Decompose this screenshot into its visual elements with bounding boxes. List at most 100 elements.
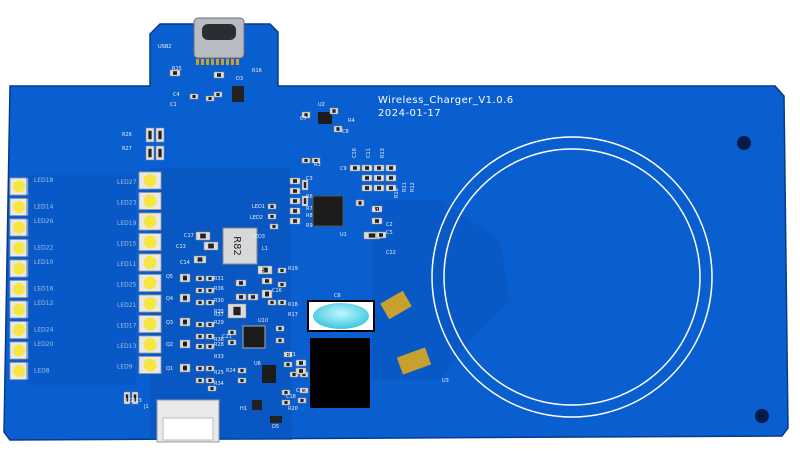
silk-label-c5: C5 — [386, 230, 393, 236]
smd-part — [283, 361, 293, 368]
led-led15: LED15 — [117, 233, 162, 251]
silk-label-r19: R19 — [288, 266, 298, 272]
smd-part — [301, 179, 309, 191]
inductor-label: R82 — [231, 236, 242, 256]
silk-label-r20: R20 — [288, 406, 298, 412]
smd-part — [277, 267, 287, 274]
silk-label-l1: L1 — [262, 246, 268, 252]
smd-part — [385, 174, 397, 182]
smd-part — [261, 289, 273, 299]
usb-pins — [196, 59, 239, 65]
silk-label-r21: R21 — [286, 352, 296, 358]
smd-part — [205, 377, 215, 384]
smd-part — [295, 359, 307, 367]
led-label: LED16 — [34, 286, 54, 293]
led-label: LED21 — [117, 302, 137, 309]
diode-d3 — [232, 86, 244, 102]
smd-part — [155, 127, 165, 143]
led-led16: LED16 — [9, 280, 54, 298]
led-led27: LED27 — [117, 171, 162, 190]
led-led18: LED18 — [9, 177, 54, 196]
coil-inner — [443, 148, 701, 406]
silk-label-c6: C6 — [334, 293, 341, 299]
smd-part — [205, 299, 215, 306]
ic-u6 — [262, 365, 276, 383]
led-led9: LED9 — [117, 356, 162, 374]
smd-part — [373, 174, 385, 182]
smd-part — [237, 367, 247, 374]
silk-label-r35: R35 — [214, 309, 224, 315]
silk-label-c17: C17 — [184, 233, 194, 239]
smd-part — [385, 164, 397, 172]
smd-part — [195, 377, 205, 384]
silk-label-r38: R38 — [214, 337, 224, 343]
smd-part — [227, 339, 237, 346]
smd-part — [361, 184, 373, 192]
silk-label-u6: U6 — [254, 361, 261, 367]
smd-part — [261, 277, 273, 285]
coil-outer — [431, 136, 713, 418]
silk-label-d3: D3 — [236, 76, 243, 82]
smd-part — [179, 317, 191, 327]
silk-label-r22: R22 — [124, 398, 134, 404]
smd-part — [195, 333, 205, 340]
led-label: LED27 — [117, 179, 137, 186]
smd-part — [301, 111, 311, 119]
smd-part — [195, 299, 205, 306]
smd-part — [267, 213, 277, 220]
led-label: LED24 — [34, 327, 54, 334]
led-led20: LED20 — [9, 341, 54, 360]
smd-part — [195, 321, 205, 328]
silk-label-r18: R18 — [288, 302, 298, 308]
smd-part — [289, 207, 301, 215]
usb-c-opening — [202, 24, 236, 40]
silk-label-q1: Q1 — [166, 366, 173, 372]
silk-label-r36: R36 — [214, 286, 224, 292]
mount-hole-top — [737, 136, 751, 150]
silk-label-r28: R28 — [214, 342, 224, 348]
led-label: LED20 — [34, 341, 54, 348]
silk-label-r27: R27 — [122, 146, 132, 152]
smd-part — [267, 203, 277, 210]
silk-label-r29: R29 — [214, 320, 224, 326]
led-label: LED10 — [34, 259, 54, 266]
smd-part — [179, 273, 191, 283]
led-led21: LED21 — [117, 294, 162, 313]
smd-part — [207, 385, 217, 392]
silk-label-q4: Q4 — [166, 296, 173, 302]
silk-label-r34: R34 — [214, 381, 224, 387]
smd-part — [289, 177, 301, 185]
led-column-right: LED27LED23LED19LED15LED11LED25LED21LED17… — [117, 171, 162, 374]
smd-part — [169, 69, 181, 77]
smd-part — [205, 333, 215, 340]
smd-part — [267, 299, 277, 306]
smd-part — [297, 397, 307, 404]
silk-label-r16: R16 — [252, 68, 262, 74]
silk-label-q2: Q2 — [166, 342, 173, 348]
smd-part — [213, 71, 225, 79]
led-led22: LED22 — [9, 239, 54, 257]
silk-label-c9: C9 — [340, 166, 347, 172]
smd-part — [361, 164, 373, 172]
smd-part — [145, 145, 155, 161]
led-label: LED19 — [117, 220, 137, 227]
smd-part — [205, 365, 215, 372]
silk-label-c7: C7 — [300, 116, 307, 122]
smd-part — [189, 93, 199, 100]
led-label: LED12 — [34, 300, 54, 307]
smd-part — [311, 157, 321, 164]
ic-u10 — [242, 325, 266, 349]
led-led26: LED26 — [9, 218, 54, 237]
led-led14: LED14 — [9, 198, 54, 216]
silk-label-c16: C16 — [272, 288, 282, 294]
smd-part — [155, 145, 165, 161]
smd-part — [195, 343, 205, 350]
silk-label-led2: LED2 — [250, 215, 263, 221]
smd-part — [205, 275, 215, 282]
smd-part — [301, 195, 309, 207]
smd-part — [371, 205, 383, 213]
smd-part — [283, 351, 293, 358]
silk-label-r3: R3 — [314, 162, 321, 168]
silk-label-u3: U3 — [442, 378, 449, 384]
